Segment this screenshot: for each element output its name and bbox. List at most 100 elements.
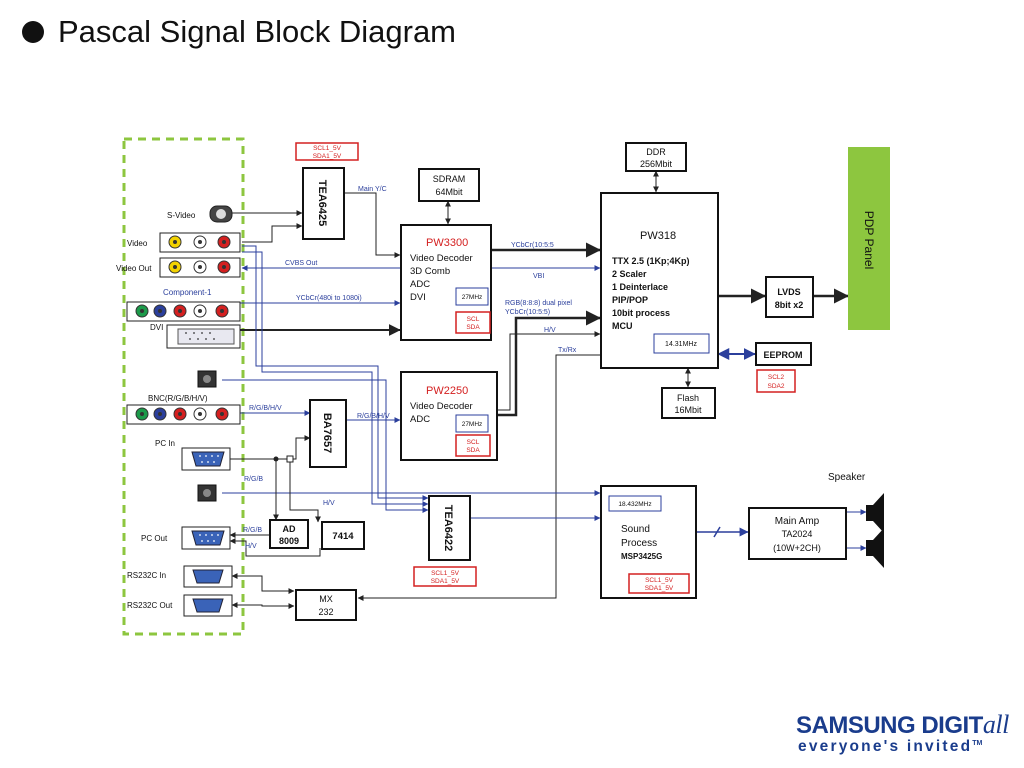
amp-label-3: (10W+2CH) (773, 543, 821, 553)
lvds-block (765, 276, 814, 318)
rs232in-line (231, 573, 295, 594)
sound-bus-scl: SCL1_5V (645, 577, 673, 584)
bus-top-scl: SCL1_5V (313, 145, 341, 152)
signal-vbi: VBI (533, 273, 544, 280)
signal-rgb-ad: R/G/B (243, 527, 262, 534)
signal-hv-7414: H/V (323, 500, 335, 507)
signal-hv: H/V (544, 327, 556, 334)
block-diagram: S-Video Video Video Out Component-1 DVI … (110, 107, 915, 662)
logo-wordmark-script: all (982, 710, 1009, 739)
pw3300-line-1: Video Decoder (410, 253, 473, 264)
sound-label-3: MSP3425G (621, 552, 662, 561)
svideo-connector (209, 205, 233, 223)
label-dvi: DVI (150, 323, 163, 332)
ad8009-label-2: 8009 (279, 536, 299, 546)
flash-block (661, 387, 716, 419)
txrx-line (358, 354, 600, 599)
tea6425-label: TEA6425 (316, 180, 328, 226)
signal-rgb-pc: R/G/B (244, 476, 263, 483)
diagram-svg: S-Video Video Video Out Component-1 DVI … (116, 137, 890, 636)
mx232-label-2: 232 (318, 607, 333, 617)
main-yc-line (344, 192, 401, 258)
ddr-label-1: DDR (646, 147, 666, 157)
sound-amp-slash (713, 526, 721, 538)
pw2250-bus-scl: SCL (467, 439, 480, 446)
signal-ycbcr-2: YCbCr(10:5:5) (505, 309, 550, 316)
label-svideo: S-Video (167, 211, 196, 220)
component-jacks (126, 301, 241, 322)
tea6422-bus (413, 566, 477, 587)
eeprom-bus-scl: SCL2 (768, 374, 785, 381)
speaker-icon (866, 528, 884, 568)
ba7657-label: BA7657 (321, 413, 333, 453)
rgb-dual-bus (497, 310, 601, 417)
pw2250-bus-sda: SDA (466, 447, 480, 454)
sound-crystal (608, 495, 662, 512)
flash-label-1: Flash (677, 393, 699, 403)
label-bnc: BNC(R/G/B/H/V) (148, 394, 208, 403)
sound-bus-sda: SDA1_5V (645, 585, 674, 592)
lvds-label-2: 8bit x2 (775, 300, 804, 310)
eeprom-block (755, 342, 812, 366)
input-area-border (122, 137, 245, 636)
samsung-logo: SAMSUNG DIGITall everyone's invitedTM (786, 684, 1024, 768)
video-jacks (159, 232, 241, 253)
pw3300-bus (455, 311, 491, 334)
ddr-block (625, 142, 687, 172)
pw3300-bus-scl: SCL (467, 316, 480, 323)
signal-main-yc: Main Y/C (358, 186, 387, 193)
pw3300-crystal (455, 287, 489, 306)
pw318-crystal (653, 333, 710, 354)
tea6422-bus-sda: SDA1_5V (431, 578, 460, 585)
pw2250-label: PW2250 (426, 385, 468, 397)
rs232c-out-connector (183, 594, 233, 617)
pw3300-line-4: DVI (410, 292, 426, 303)
label-rs232c-in: RS232C In (127, 571, 166, 580)
hv-line (497, 331, 601, 411)
pw3300-line-2: 3D Comb (410, 266, 450, 277)
signal-cvbs-out: CVBS Out (285, 260, 317, 267)
signal-rgbhv-1: R/G/B/H/V (249, 405, 282, 412)
pw318-crystal-label: 14.31MHz (665, 341, 697, 348)
logo-tagline: everyone's invitedTM (798, 738, 982, 756)
logo-tm: TM (972, 739, 983, 747)
audio-jack-2 (197, 484, 217, 502)
pcin-line (230, 435, 311, 460)
pc-in-connector (181, 447, 231, 471)
pw318-line-1: TTX 2.5 (1Kp;4Kp) (612, 256, 690, 266)
bullet-icon (22, 20, 44, 43)
label-pc-in: PC In (155, 439, 175, 448)
title-text: Pascal Signal Block Diagram (58, 14, 457, 49)
sound-bus (628, 573, 690, 594)
audio-jack-1 (197, 370, 217, 388)
label-video: Video (127, 239, 148, 248)
ic7414-label: 7414 (332, 531, 354, 542)
label-video-out: Video Out (116, 264, 152, 273)
page-title: Pascal Signal Block Diagram (22, 14, 456, 50)
bus-label-top (295, 142, 359, 161)
speaker-label: Speaker (828, 472, 866, 483)
pdp-panel-block (848, 147, 890, 330)
tea6422-bus-scl: SCL1_5V (431, 570, 459, 577)
pw2250-crystal-label: 27MHz (462, 421, 483, 428)
dvi-connector (166, 324, 241, 349)
video-out-jacks (159, 257, 241, 278)
sound-label-2: Process (621, 538, 657, 549)
video-line (242, 223, 303, 243)
label-component: Component-1 (163, 288, 212, 297)
logo-wordmark-main: SAMSUNG DIGIT (796, 712, 983, 739)
pw2250-line-2: ADC (410, 414, 430, 425)
tea6425-block (302, 167, 345, 240)
pw2250-crystal (455, 414, 489, 433)
pw3300-crystal-label: 27MHz (462, 294, 483, 301)
pw3300-line-3: ADC (410, 279, 430, 290)
signal-rgbhv-2: R/G/B/H/V (357, 413, 390, 420)
sdram-label-1: SDRAM (433, 174, 466, 184)
rs232out-line (231, 602, 295, 609)
7414-pcout-line (229, 538, 321, 557)
ic7414-block (321, 521, 365, 550)
speaker-icon (866, 493, 884, 533)
pc-out-connector (181, 526, 231, 550)
signal-hv-ad: H/V (245, 543, 257, 550)
signal-rgb-dual: RGB(8:8:8) dual pixel (505, 300, 572, 307)
